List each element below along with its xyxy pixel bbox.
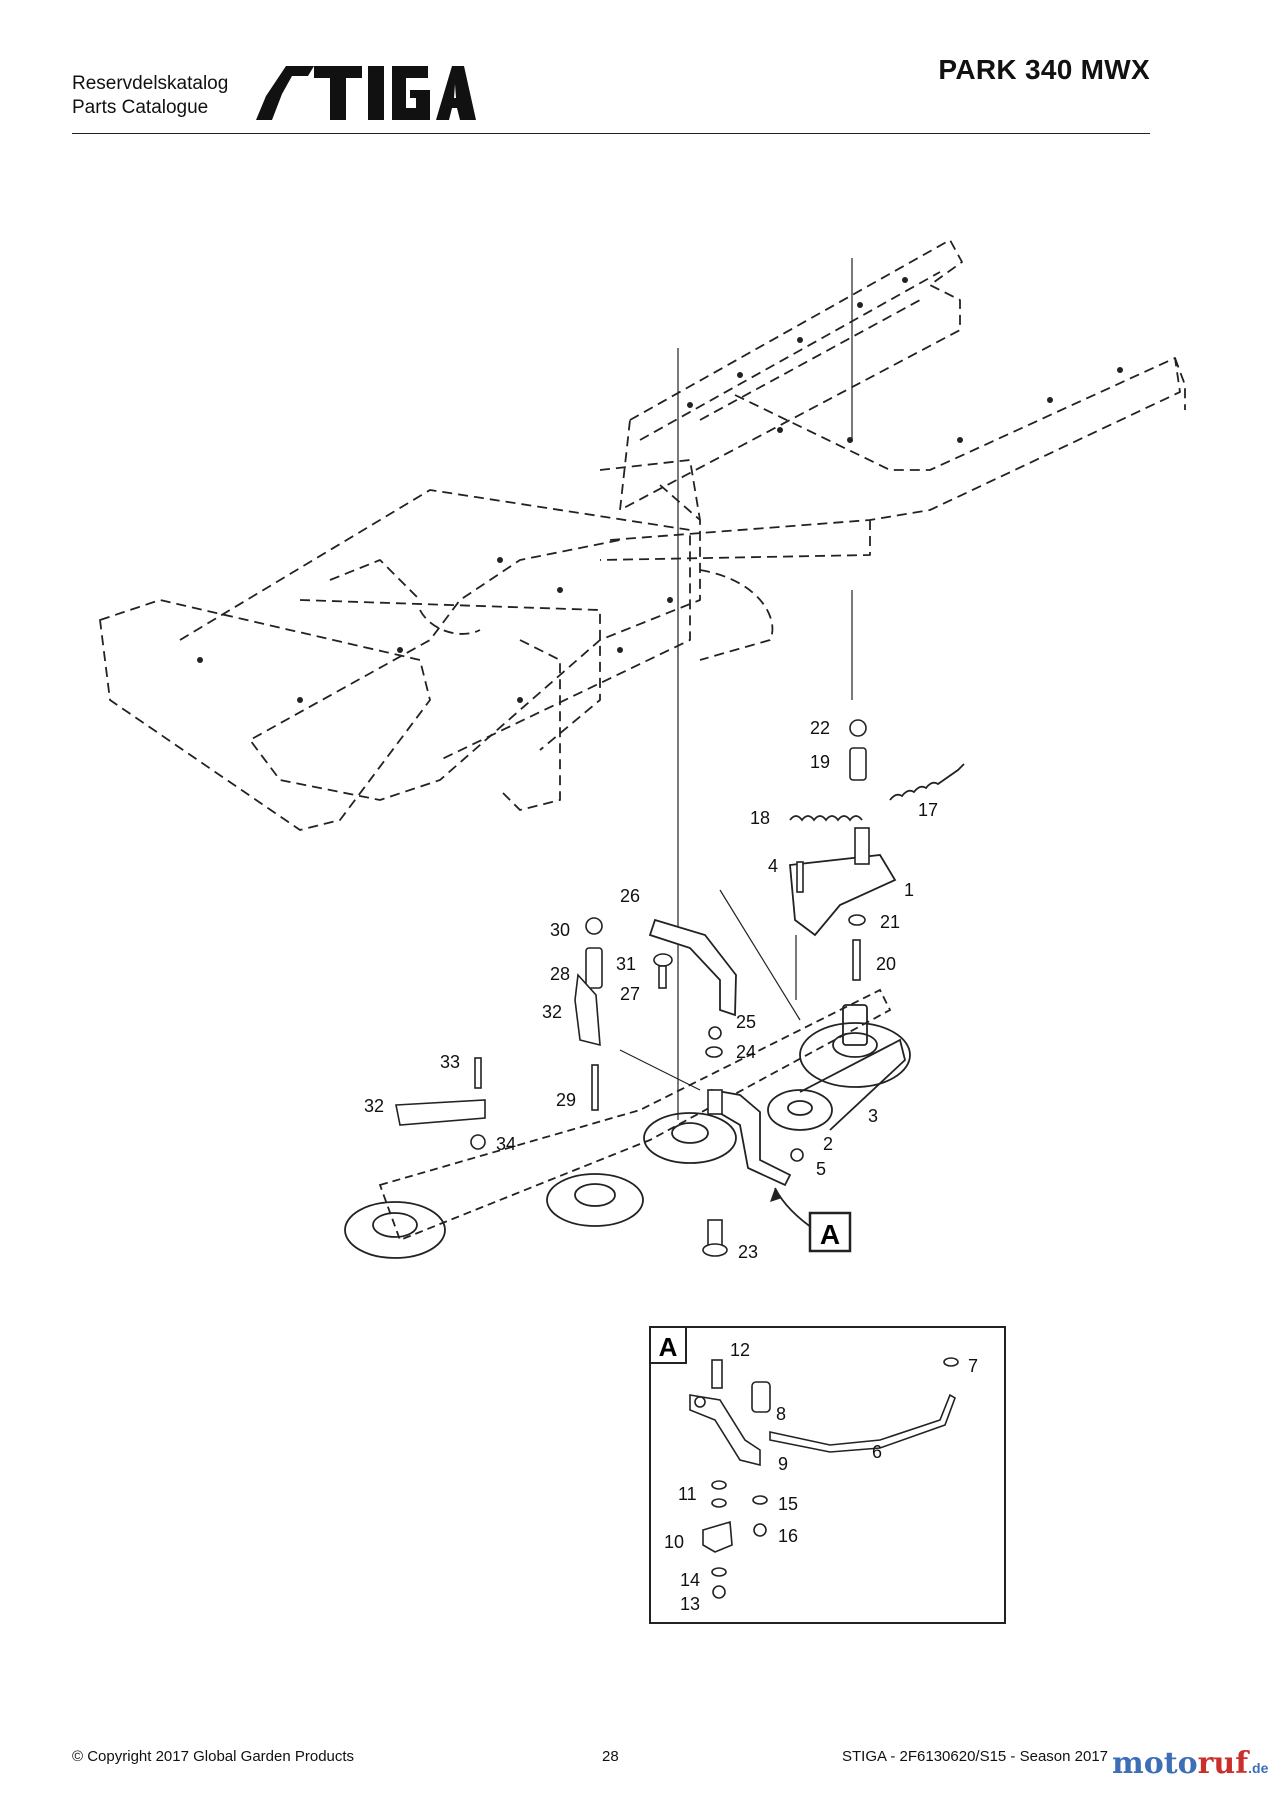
callout-1: 1: [904, 880, 914, 900]
arm-bushing: [707, 1089, 723, 1115]
callout-10: 10: [664, 1532, 684, 1552]
catalog-label-en: Parts Catalogue: [72, 97, 209, 118]
callout-11: 11: [678, 1484, 697, 1504]
spring-17: [889, 763, 965, 801]
callout-33: 33: [440, 1052, 460, 1072]
callout-32a: 32: [542, 1002, 562, 1022]
callout-19: 19: [810, 752, 830, 772]
callout-16: 16: [778, 1526, 798, 1546]
detail-label: A: [659, 1332, 678, 1362]
callout-28: 28: [550, 964, 570, 984]
copyright: © Copyright 2017 Global Garden Products: [72, 1748, 355, 1765]
callout-21: 21: [880, 912, 900, 932]
detail-parts: [689, 1357, 959, 1599]
callout-31: 31: [616, 954, 636, 974]
callout-23: 23: [738, 1242, 758, 1262]
document-reference: STIGA - 2F6130620/S15 - Season 2017: [842, 1748, 1109, 1765]
spring-18: [789, 815, 863, 822]
chassis-frame: [99, 239, 1186, 831]
detail-label-box: [649, 1326, 687, 1364]
callout-9: 9: [778, 1454, 788, 1474]
watermark-part-c: .de: [1248, 1760, 1269, 1776]
callout-27: 27: [620, 984, 640, 1004]
page-number: 28: [602, 1748, 619, 1765]
callout-26: 26: [620, 886, 640, 906]
callout-6: 6: [872, 1442, 882, 1462]
assembly-lines: [619, 258, 853, 1120]
callout-17: 17: [918, 800, 938, 820]
callout-3: 3: [868, 1106, 878, 1126]
header-divider: [72, 133, 1150, 134]
fasteners: [395, 719, 867, 1257]
detail-marker-label: A: [820, 1219, 840, 1250]
callout-7: 7: [968, 1356, 978, 1376]
watermark: motoruf.de: [1112, 1746, 1268, 1781]
main-callouts: 1 2 3 4 5 17 18 19 20 21 22 23 24 25 26 …: [364, 718, 938, 1262]
callout-13: 13: [680, 1594, 700, 1614]
callout-14: 14: [680, 1570, 700, 1590]
callout-15: 15: [778, 1494, 798, 1514]
callout-25: 25: [736, 1012, 756, 1032]
callout-8: 8: [776, 1404, 786, 1424]
bracket-1: [789, 854, 897, 937]
bracket-26: [648, 918, 737, 1017]
detail-marker-box: [808, 1211, 852, 1253]
callout-2: 2: [823, 1134, 833, 1154]
callout-20: 20: [876, 954, 896, 974]
frame-holes: [197, 277, 1123, 703]
watermark-part-b: ruf: [1197, 1746, 1249, 1781]
catalog-labels: Reservdelskatalog Parts Catalogue: [72, 72, 228, 120]
detail-arrow-head: [770, 1188, 782, 1202]
callout-30: 30: [550, 920, 570, 940]
callout-18: 18: [750, 808, 770, 828]
belt-assembly: [344, 988, 911, 1259]
watermark-part-a: moto: [1112, 1746, 1198, 1781]
catalog-label-sv: Reservdelskatalog: [72, 73, 229, 94]
callout-29: 29: [556, 1090, 576, 1110]
callout-5: 5: [816, 1159, 826, 1179]
detail-callouts: 6 7 8 9 10 11 12 13 14 15 16: [664, 1340, 978, 1614]
callout-12: 12: [730, 1340, 750, 1360]
callout-32b: 32: [364, 1096, 384, 1116]
detail-box-a: A 6 7 8 9 10 11 12 13 14 15: [649, 1326, 1006, 1624]
tensioner-arm: [710, 1088, 792, 1187]
model-title: PARK 340 MWX: [938, 54, 1150, 85]
spindle: [854, 827, 870, 865]
stiga-logo: [256, 66, 476, 120]
callout-24: 24: [736, 1042, 756, 1062]
callout-22: 22: [810, 718, 830, 738]
callout-4: 4: [768, 856, 778, 876]
detail-frame: [649, 1326, 1006, 1624]
callout-34: 34: [496, 1134, 516, 1154]
